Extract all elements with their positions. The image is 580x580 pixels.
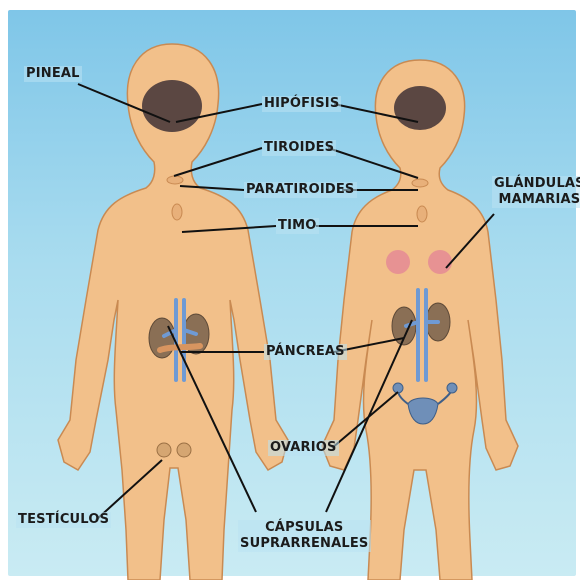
label-timo: TIMO <box>276 218 319 234</box>
female-thymus <box>417 206 427 222</box>
label-glandulas-line1: GLÁNDULAS <box>494 176 580 192</box>
label-ovarios: OVARIOS <box>268 440 339 456</box>
female-figure <box>322 60 518 580</box>
male-testicle-left <box>157 443 171 457</box>
female-ovary-left <box>393 383 403 393</box>
label-capsulas-line1: CÁPSULAS <box>240 520 369 536</box>
female-ovary-right <box>447 383 457 393</box>
male-thyroid <box>167 176 183 184</box>
male-testicle-right <box>177 443 191 457</box>
female-thyroid <box>412 179 428 187</box>
label-glandulas-mamarias: GLÁNDULAS MAMARIAS <box>492 176 580 208</box>
label-pancreas: PÁNCREAS <box>264 344 347 360</box>
female-mammary-left <box>386 250 410 274</box>
label-glandulas-line2: MAMARIAS <box>494 192 580 208</box>
female-brain <box>394 86 446 130</box>
label-capsulas-suprarrenales: CÁPSULAS SUPRARRENALES <box>238 520 371 552</box>
male-thymus <box>172 204 182 220</box>
female-mammary-right <box>428 250 452 274</box>
label-hipofisis: HIPÓFISIS <box>262 96 341 112</box>
label-testiculos: TESTÍCULOS <box>16 512 111 528</box>
label-pineal: PINEAL <box>24 66 82 82</box>
male-brain <box>142 80 202 132</box>
label-capsulas-line2: SUPRARRENALES <box>240 536 369 552</box>
label-paratiroides: PARATIROIDES <box>244 182 357 198</box>
male-figure <box>58 44 288 580</box>
label-tiroides: TIROIDES <box>262 140 336 156</box>
